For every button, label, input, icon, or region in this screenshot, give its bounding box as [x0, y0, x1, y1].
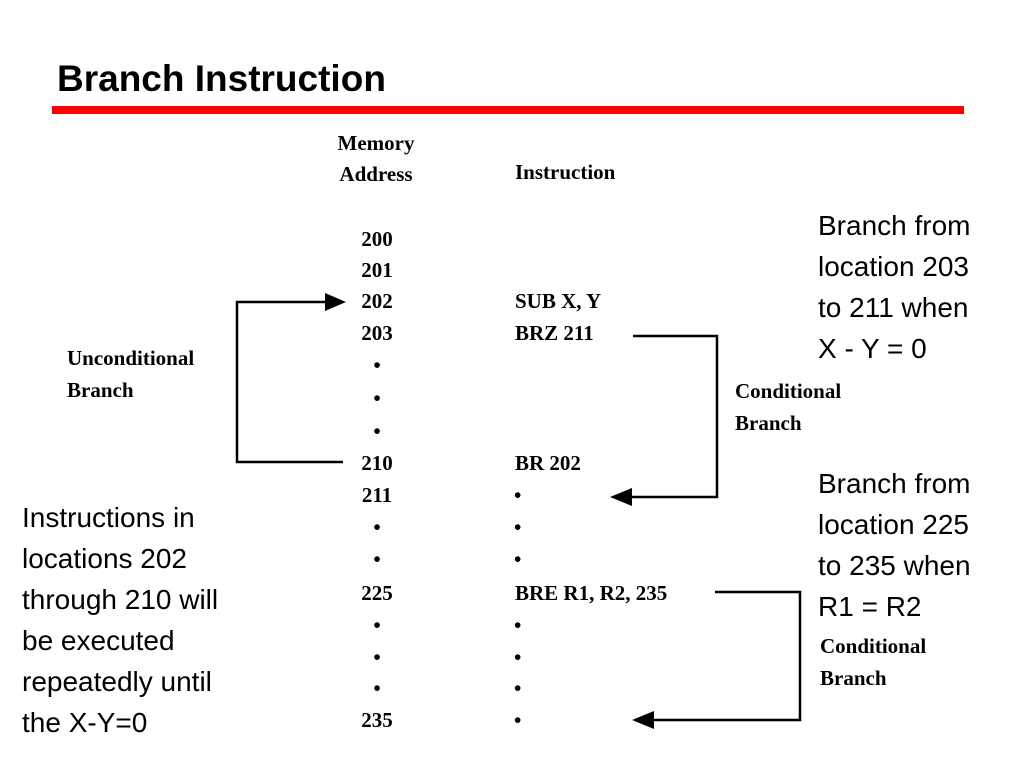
conditional-branch-label-1: Conditional Branch: [735, 375, 841, 439]
unconditional-label-line2: Branch: [67, 378, 134, 402]
conditional1-label-line1: Conditional: [735, 379, 842, 403]
address-ellipsis-dot: •: [373, 353, 381, 377]
conditional2-label-line1: Conditional: [820, 634, 927, 658]
instruction-ellipsis-dot: •: [514, 613, 522, 637]
note-branch-203-to-211: Branch from location 203 to 211 when X -…: [818, 210, 971, 364]
instruction-ellipsis-dot: •: [514, 708, 522, 732]
unconditional-branch-arrowhead: [325, 293, 346, 311]
instruction-ellipsis-dot: •: [514, 547, 522, 571]
unconditional-branch-arrow-line: [235, 300, 343, 464]
instruction-ellipsis-dot: •: [514, 676, 522, 700]
address-ellipsis-dot: •: [373, 515, 381, 539]
instruction-text: BRZ 211: [515, 321, 594, 345]
memory-address: 201: [361, 258, 393, 282]
conditional1-label-line2: Branch: [735, 411, 802, 435]
address-ellipsis-dot: •: [373, 613, 381, 637]
note-branch-225-to-235: Branch from location 225 to 235 when R1 …: [818, 468, 971, 622]
memory-address: 211: [361, 483, 393, 507]
conditional-branch-arrow-line-1: [628, 334, 719, 499]
instruction-text: SUB X, Y: [515, 289, 602, 313]
memory-address: 225: [361, 581, 393, 605]
memory-address: 210: [361, 451, 393, 475]
conditional-branch-label-2: Conditional Branch: [820, 630, 926, 694]
title-underline: [52, 106, 964, 114]
instruction-text: BRE R1, R2, 235: [515, 581, 668, 605]
memory-address: 203: [361, 321, 393, 345]
memory-address: 235: [361, 708, 393, 732]
memory-address: 200: [361, 227, 393, 251]
memory-header-line1: Memory: [337, 131, 415, 155]
address-ellipsis-dot: •: [373, 645, 381, 669]
address-ellipsis-dot: •: [373, 547, 381, 571]
slide-title: Branch Instruction: [57, 58, 386, 99]
address-ellipsis-dot: •: [373, 676, 381, 700]
instruction-text: BR 202: [515, 451, 581, 475]
conditional-branch-arrowhead-1: [610, 488, 632, 506]
conditional2-label-line2: Branch: [820, 666, 887, 690]
instruction-ellipsis-dot: •: [514, 645, 522, 669]
memory-address: 202: [361, 289, 393, 313]
address-ellipsis-dot: •: [373, 386, 381, 410]
conditional-branch-arrowhead-2: [632, 711, 654, 729]
instruction-header: Instruction: [515, 160, 616, 184]
note-loop-explanation: Instructions in locations 202 through 21…: [22, 502, 219, 738]
unconditional-label-line1: Unconditional: [67, 346, 195, 370]
memory-header-line2: Address: [339, 162, 413, 186]
unconditional-branch-label: Unconditional Branch: [67, 342, 194, 406]
memory-address-header: Memory Address: [328, 128, 424, 190]
conditional-branch-arrow-line-2: [650, 590, 802, 722]
address-ellipsis-dot: •: [373, 419, 381, 443]
instruction-ellipsis-dot: •: [514, 483, 522, 507]
instruction-ellipsis-dot: •: [514, 515, 522, 539]
